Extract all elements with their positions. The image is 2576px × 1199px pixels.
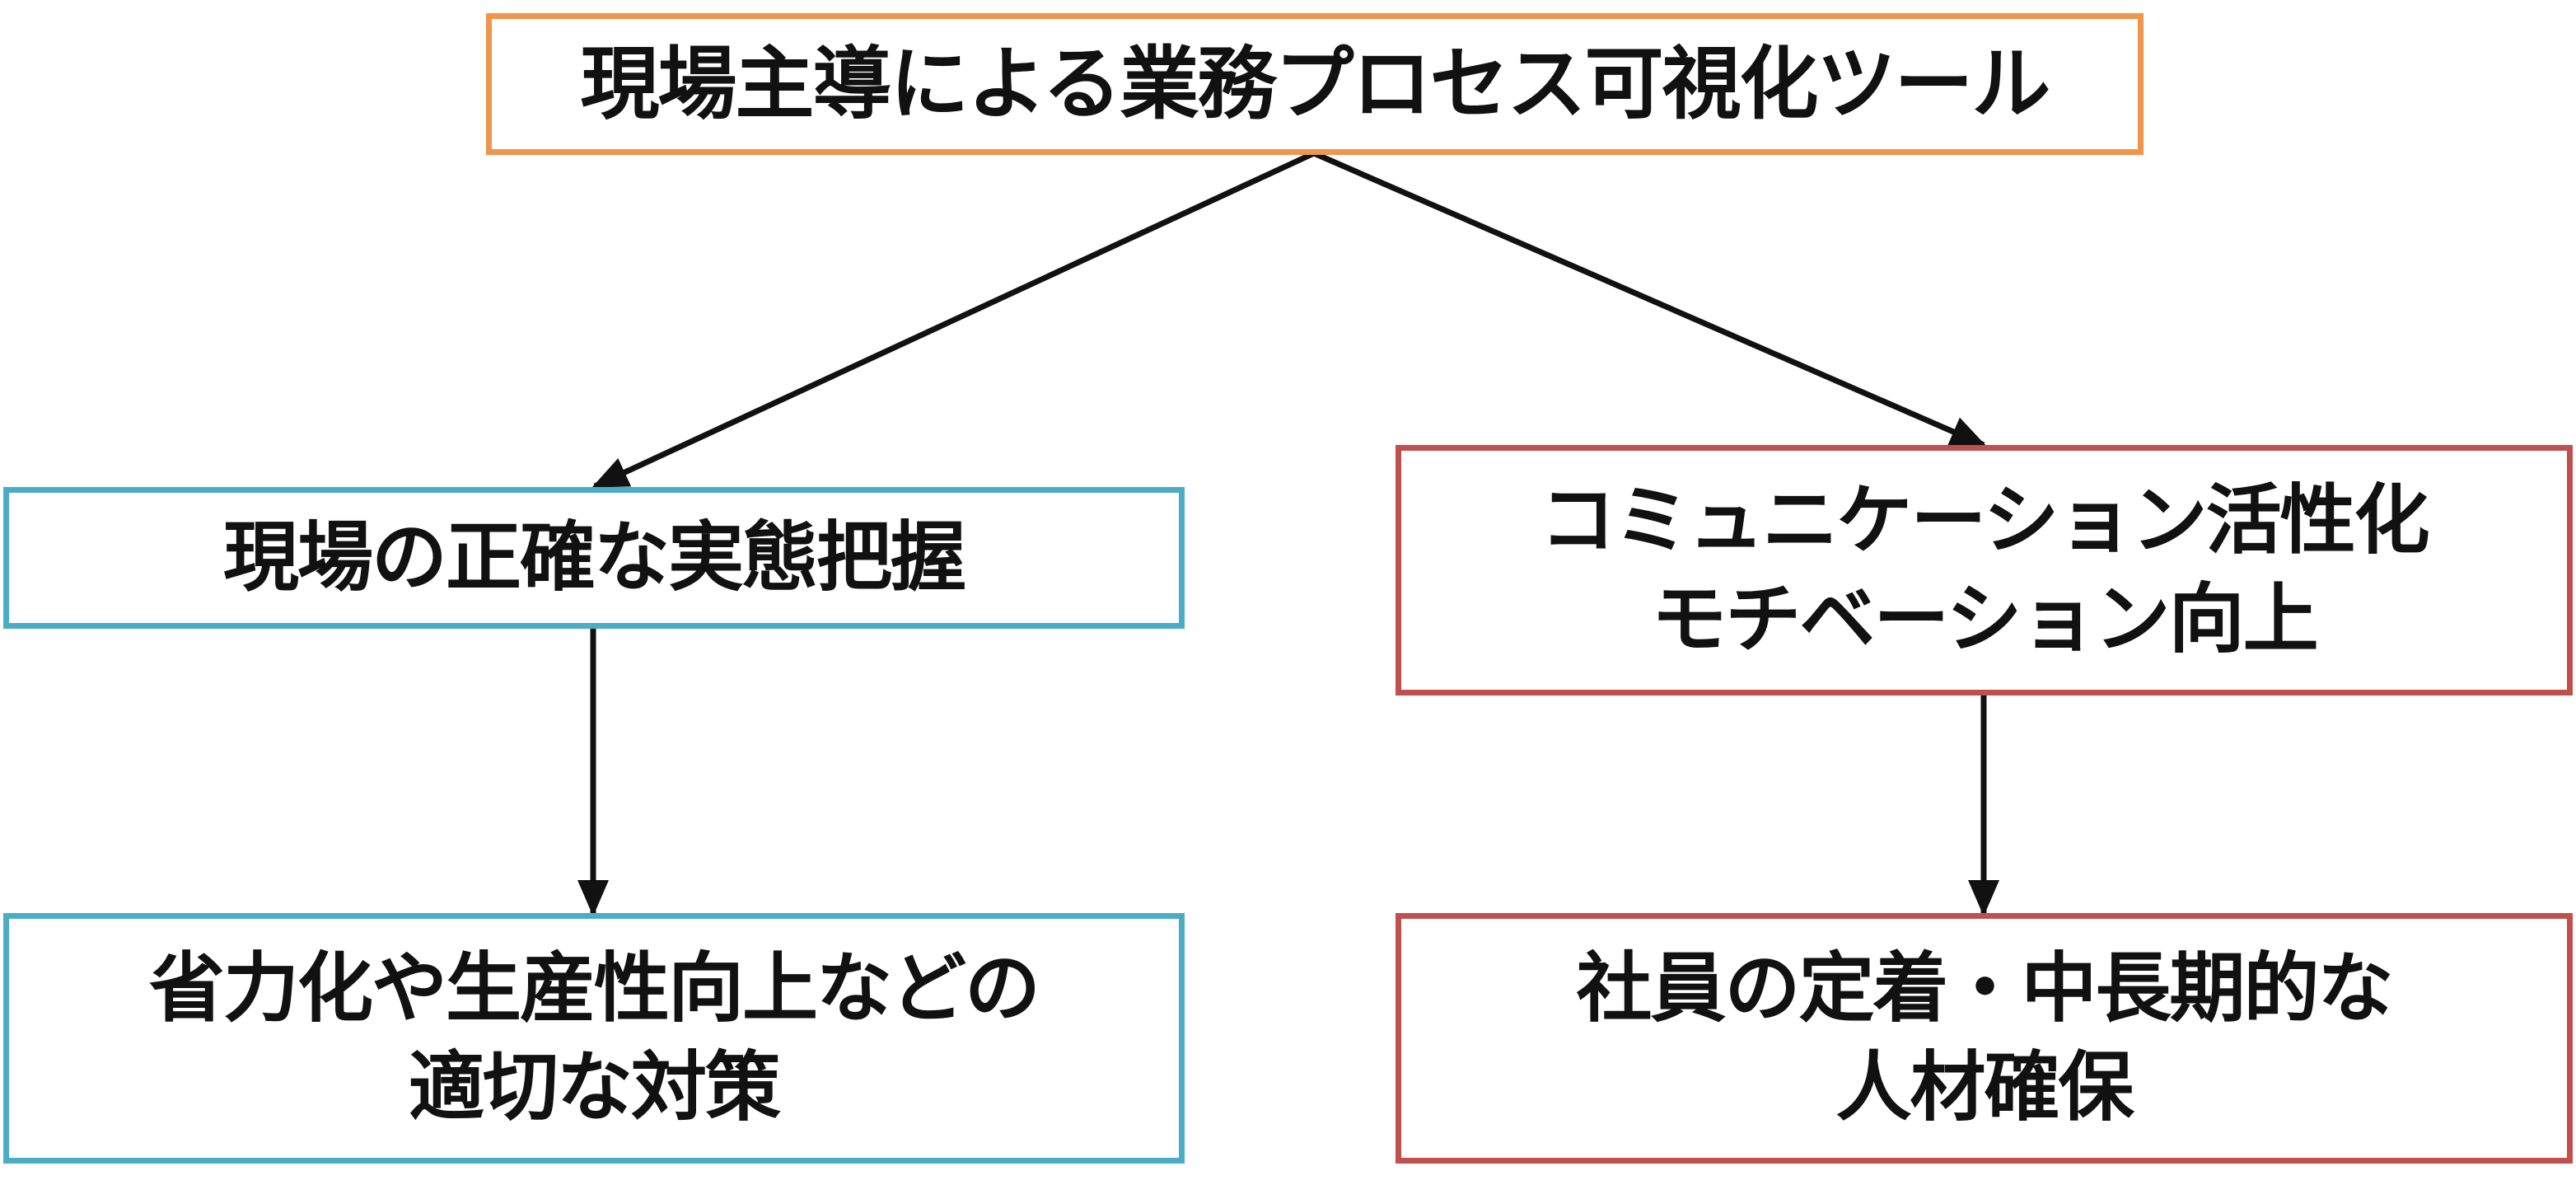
node-employee-retention: 社員の定着・中長期的な 人材確保 (1396, 913, 2573, 1164)
node-label-line: 現場主導による業務プロセス可視化ツール (580, 38, 2050, 130)
node-label-line: 社員の定着・中長期的な (1576, 944, 2393, 1033)
node-label-line: 現場の正確な実態把握 (222, 513, 966, 602)
node-label-line: 省力化や生産性向上などの (148, 944, 1040, 1033)
node-accurate-understanding: 現場の正確な実態把握 (3, 487, 1185, 629)
arrow-top-to-right1 (1312, 150, 1987, 448)
node-label-line: コミュニケーション活性化 (1540, 476, 2429, 564)
arrow-top-to-left1 (591, 150, 1316, 489)
node-productivity-measures: 省力化や生産性向上などの 適切な対策 (3, 913, 1185, 1164)
node-label-line: 適切な対策 (408, 1043, 781, 1131)
node-communication-motivation: コミュニケーション活性化 モチベーション向上 (1396, 445, 2573, 696)
node-label-line: 人材確保 (1835, 1043, 2134, 1131)
node-visualization-tool: 現場主導による業務プロセス可視化ツール (486, 13, 2144, 155)
node-label-line: モチベーション向上 (1651, 575, 2318, 663)
